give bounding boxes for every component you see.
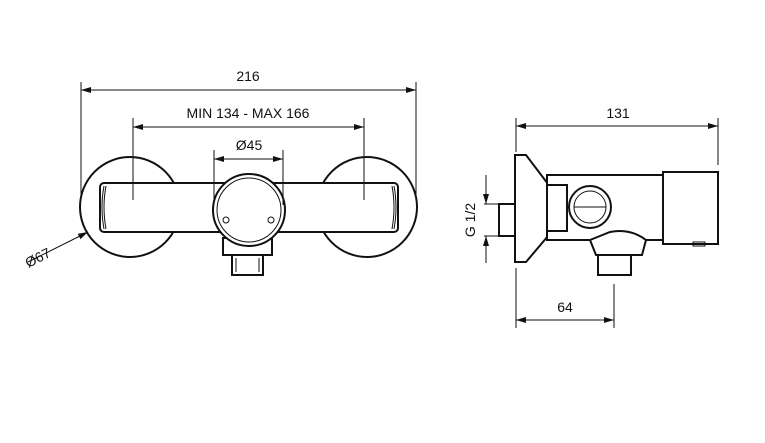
side-view: 131 G 1/2 64: [462, 105, 719, 328]
dim-center-distance: MIN 134 - MAX 166: [187, 105, 310, 121]
screw-hole: [222, 216, 230, 224]
temperature-cap: [662, 171, 719, 245]
front-view: 216 MIN 134 - MAX 166 Ø45 Ø67: [22, 68, 418, 276]
screw-hole: [267, 216, 275, 224]
dim-overall-width: 216: [236, 68, 260, 84]
inlet-pipe: [498, 203, 516, 237]
outlet-nut: [231, 254, 264, 276]
side-outlet-nut: [597, 254, 632, 276]
dim-depth: 131: [606, 105, 630, 121]
dim-rosette-diameter: Ø67: [22, 244, 53, 270]
outlet-elbow: [588, 230, 648, 256]
wall-flange: [514, 154, 549, 263]
dim-outlet-distance: 64: [557, 299, 573, 315]
dim-thread: G 1/2: [462, 203, 478, 237]
thermostat-knob: [212, 173, 286, 247]
dim-knob-diameter: Ø45: [236, 137, 263, 153]
